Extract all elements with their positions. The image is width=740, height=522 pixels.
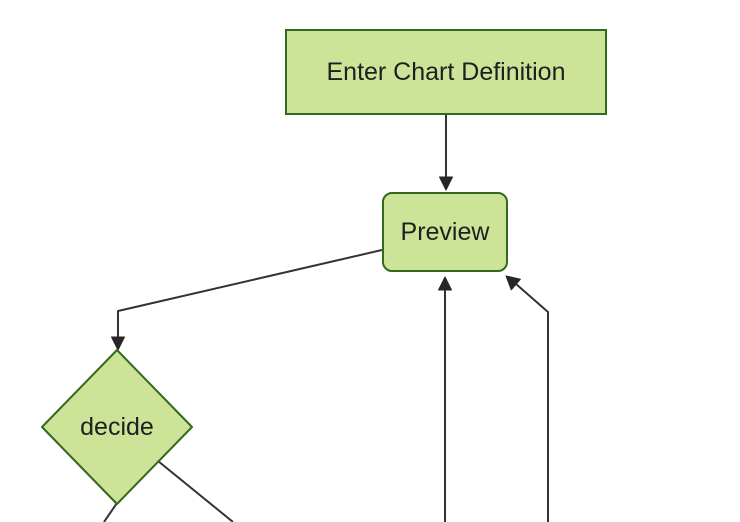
edge-bottomright-to-preview [515,283,549,522]
edge-decide-to-bottomleft [103,502,118,522]
arrowhead-preview-bottom [438,276,452,291]
arrowhead-preview-corner [505,275,521,291]
node-preview[interactable]: Preview [382,192,508,272]
arrowhead-preview-top [439,176,453,191]
edge-preview-to-decide [117,249,383,337]
edge-decide-to-bottomright [157,460,234,522]
node-decide-shape[interactable] [41,349,193,505]
node-enter-chart-definition-label: Enter Chart Definition [326,58,566,86]
node-preview-label: Preview [400,218,490,246]
arrowhead-decide-top [111,336,125,351]
node-enter-chart-definition[interactable]: Enter Chart Definition [285,29,607,115]
